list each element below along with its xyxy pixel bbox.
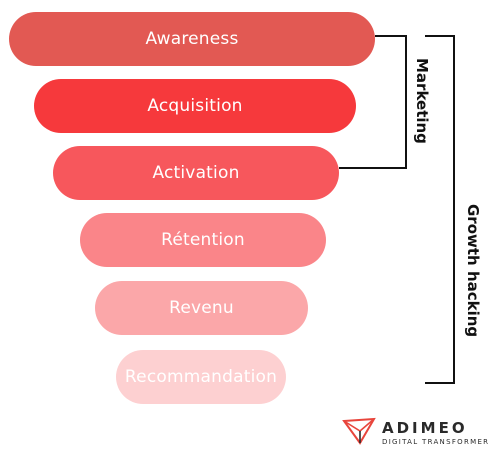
stage-label: Acquisition (147, 96, 243, 116)
stage-label: Recommandation (124, 367, 278, 387)
stage-retention: Rétention (80, 213, 326, 267)
growth-hacking-bracket (425, 35, 455, 384)
stage-acquisition: Acquisition (34, 79, 356, 133)
stage-label: Revenu (169, 298, 234, 318)
logo-tagline: DIGITAL TRANSFORMER (382, 438, 490, 446)
growth-hacking-label: Growth hacking (464, 204, 482, 338)
marketing-bracket (375, 35, 407, 168)
stage-label: Activation (152, 163, 240, 183)
marketing-label: Marketing (413, 58, 431, 144)
stage-label: Rétention (161, 230, 245, 250)
stage-awareness: Awareness (9, 12, 375, 66)
stage-recommandation: Recommandation (116, 350, 286, 404)
stage-label: Awareness (145, 29, 239, 49)
stage-revenu: Revenu (95, 281, 308, 335)
stage-activation: Activation (53, 146, 339, 200)
marketing-bracket-bottom (339, 167, 407, 169)
logo-name: ADIMEO (382, 419, 468, 437)
marketing-bracket-top (375, 35, 405, 37)
adimeo-logo-icon (342, 417, 376, 445)
adimeo-logo: ADIMEO DIGITAL TRANSFORMER (342, 417, 488, 447)
